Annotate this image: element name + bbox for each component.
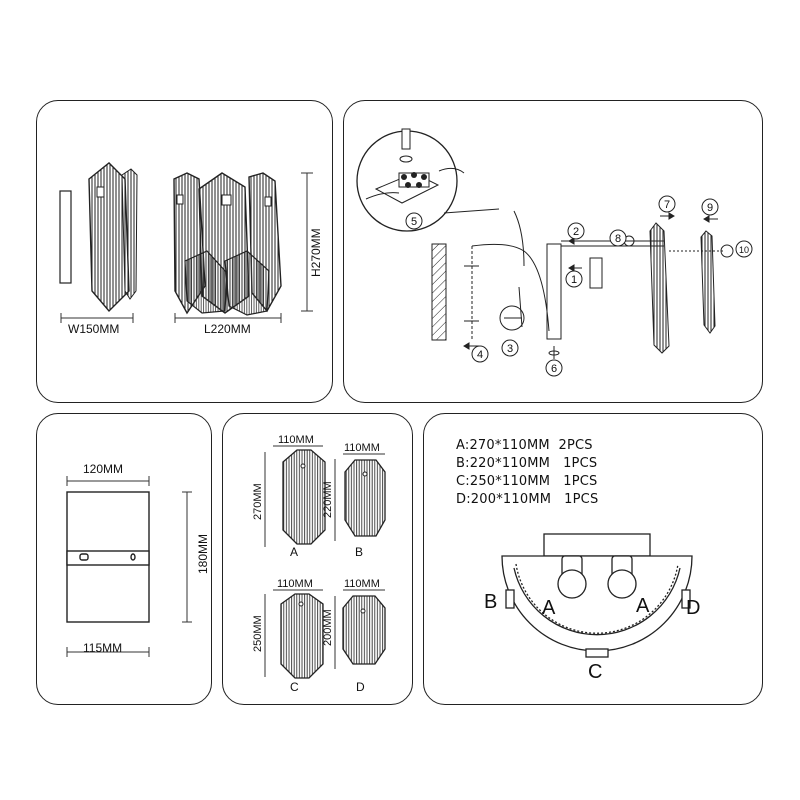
panel-c-drawing (280, 593, 324, 679)
layout-label-c: C (588, 661, 602, 683)
layout-label-a-right: A (636, 595, 650, 617)
panel-b-drawing (344, 459, 386, 537)
layout-label-b: B (484, 591, 497, 613)
mounting-plate-drawing (464, 210, 664, 341)
wall-hatch (431, 243, 447, 341)
installation-panel: 5 1 2 3 4 6 7 8 9 10 (343, 100, 763, 403)
step-label-8: 8 (615, 233, 621, 245)
step-label-6: 6 (551, 363, 557, 375)
panel-c-height: 250MM (252, 615, 264, 652)
top-layout-drawing (501, 533, 693, 658)
panel-a-width: 110MM (278, 434, 314, 446)
panel-c-width: 110MM (277, 578, 313, 590)
length-label: L220MM (204, 322, 251, 336)
side-view-drawing (59, 162, 138, 313)
back-plate-height: 180MM (196, 534, 210, 574)
step-label-4: 4 (477, 349, 483, 361)
spec-line-c: C:250*110MM 1PCS (456, 474, 598, 489)
layout-label-a-left: A (542, 597, 556, 619)
glass-panel-7 (649, 222, 670, 354)
spec-line-b: B:220*110MM 1PCS (456, 456, 598, 471)
panel-a-drawing (282, 449, 326, 545)
panel-a-label: A (290, 545, 298, 559)
front-view-drawing (173, 172, 282, 316)
panel-b-label: B (355, 545, 363, 559)
panel-d-label: D (356, 680, 365, 694)
panel-b-width: 110MM (344, 442, 380, 454)
panel-d-height: 200MM (322, 609, 334, 646)
step-label-9: 9 (707, 202, 713, 214)
step-label-2: 2 (573, 226, 579, 238)
panel-d-drawing (342, 595, 386, 665)
step-label-5: 5 (411, 216, 417, 228)
spec-line-d: D:200*110MM 1PCS (456, 492, 599, 507)
width-label: W150MM (68, 322, 119, 336)
dimensions-panel: W150MM L220MM H270MM (36, 100, 333, 403)
specs-panel: A:270*110MM 2PCS B:220*110MM 1PCS C:250*… (423, 413, 763, 705)
panel-c-label: C (290, 680, 299, 694)
back-plate-drawing (66, 491, 150, 623)
back-plate-bottom-width: 115MM (83, 641, 122, 655)
terminal-detail-drawing (356, 128, 500, 232)
back-plate-panel: 120MM 115MM 180MM (36, 413, 212, 705)
spec-line-a: A:270*110MM 2PCS (456, 438, 593, 453)
step-label-1: 1 (571, 274, 577, 286)
panel-d-width: 110MM (344, 578, 380, 590)
step-label-7: 7 (664, 199, 670, 211)
height-label: H270MM (309, 228, 323, 277)
glass-panel-9 (700, 230, 716, 334)
step-label-3: 3 (507, 343, 513, 355)
glass-panels-panel: 110MM 110MM 110MM 110MM 270MM 220MM 250M… (222, 413, 413, 705)
panel-a-height: 270MM (252, 483, 264, 520)
back-plate-top-width: 120MM (83, 462, 123, 476)
panel-b-height: 220MM (322, 481, 334, 518)
step-label-10: 10 (739, 245, 749, 255)
layout-label-d: D (686, 597, 700, 619)
